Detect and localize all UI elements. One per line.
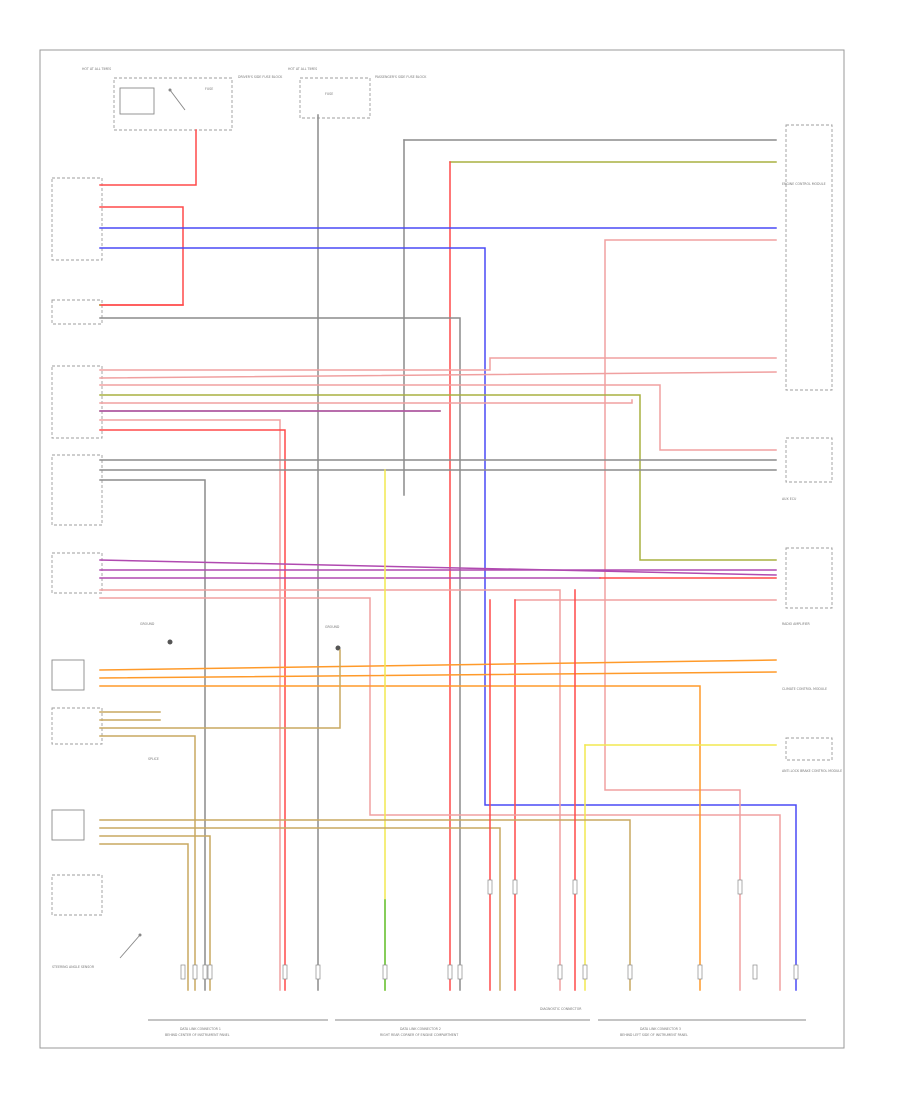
splice-label: SPLICE — [148, 757, 159, 761]
steering-angle-sensor-label: STEERING ANGLE SENSOR — [52, 965, 95, 969]
left-module-1 — [51, 177, 103, 261]
left-module-9 — [51, 874, 103, 916]
wire-tan — [99, 827, 501, 991]
fuse-block-b: HOT AT ALL TIMES FUSE PASSENGER'S SIDE F… — [288, 67, 427, 119]
wire-red — [99, 206, 184, 306]
data-link-connector-1: DATA LINK CONNECTOR 1 BEHIND CENTER OF I… — [148, 1019, 328, 1037]
wire-orange — [99, 685, 701, 991]
wire-terminal — [752, 964, 758, 980]
wire-red — [99, 129, 197, 186]
radio-amplifier-box: RADIO AMPLIFIER — [782, 547, 833, 626]
radio-amplifier-label: RADIO AMPLIFIER — [782, 622, 811, 626]
ground-a: GROUND — [140, 622, 173, 645]
wire-tan — [99, 649, 341, 729]
fuse-a-note: FUSE — [205, 87, 213, 91]
engine-control-module-box: ENGINE CONTROL MODULE — [782, 124, 833, 391]
diagnostic-connector-label: DIAGNOSTIC CONNECTOR — [540, 1007, 582, 1011]
left-module-2 — [51, 299, 103, 325]
wire-pink — [99, 384, 777, 451]
wire-terminal — [737, 879, 743, 895]
fuse-block-b-description: PASSENGER'S SIDE FUSE BLOCK — [375, 75, 427, 79]
abs-module-label: ANTI-LOCK BRAKE CONTROL MODULE — [782, 769, 842, 773]
abs-module-box: ANTI-LOCK BRAKE CONTROL MODULE — [782, 737, 842, 773]
fuse-block-a-description: DRIVER'S SIDE FUSE BLOCK — [238, 75, 283, 79]
left-module-6 — [51, 659, 85, 691]
wire-terminal — [793, 964, 799, 980]
wire-pink — [99, 399, 633, 404]
wire-tan — [99, 735, 196, 991]
wire-olive — [99, 394, 777, 561]
diagram-frame — [39, 49, 845, 1049]
wire-pink — [99, 357, 777, 371]
data-link-connector-1-location: BEHIND CENTER OF INSTRUMENT PANEL — [165, 1033, 230, 1037]
wire-purple — [99, 559, 777, 576]
wire-tan — [99, 835, 211, 991]
steering-angle-sensor: STEERING ANGLE SENSOR — [52, 933, 142, 969]
wire-terminal — [557, 964, 563, 980]
wire-terminal — [180, 964, 186, 980]
wire-pink — [99, 589, 561, 991]
wire-terminal — [192, 964, 198, 980]
wire-terminal — [447, 964, 453, 980]
fuse-block-a: HOT AT ALL TIMES FUSE DRIVER'S SIDE FUSE… — [82, 67, 283, 131]
wire-terminal — [582, 964, 588, 980]
left-module-8 — [51, 809, 85, 841]
data-link-connector-2-label: DATA LINK CONNECTOR 2 — [400, 1027, 441, 1031]
data-link-connector-1-label: DATA LINK CONNECTOR 1 — [180, 1027, 221, 1031]
data-link-connector-3-label: DATA LINK CONNECTOR 3 — [640, 1027, 681, 1031]
aux-ecu-box: AUX ECU — [782, 437, 833, 501]
data-link-connector-3-location: BEHIND LEFT SIDE OF INSTRUMENT PANEL — [620, 1033, 688, 1037]
wire-grey — [99, 317, 461, 991]
left-module-4 — [51, 454, 103, 526]
wire-terminal — [487, 879, 493, 895]
data-link-connector-2: DATA LINK CONNECTOR 2 RIGHT REAR CORNER … — [335, 1019, 590, 1037]
wire-blue — [99, 247, 797, 991]
wire-terminal — [382, 964, 388, 980]
wire-red — [99, 429, 286, 991]
wire-terminal — [697, 964, 703, 980]
left-module-7 — [51, 707, 103, 745]
fuse-block-a-label: HOT AT ALL TIMES — [82, 67, 111, 71]
climate-control-label: CLIMATE CONTROL MODULE — [782, 687, 827, 691]
ground-a-label: GROUND — [140, 622, 155, 626]
wire-terminal — [202, 964, 208, 980]
data-link-connector-2-location: RIGHT REAR CORNER OF ENGINE COMPARTMENT — [380, 1033, 458, 1037]
wire-pink — [99, 419, 281, 991]
wire-terminal — [207, 964, 213, 980]
ground-b: GROUND — [325, 625, 341, 651]
wire-harness — [99, 114, 797, 991]
ground-b-label: GROUND — [325, 625, 340, 629]
left-module-5 — [51, 552, 103, 594]
climate-control-box: CLIMATE CONTROL MODULE — [782, 687, 827, 691]
terminal-markers — [180, 879, 799, 980]
wire-terminal — [282, 964, 288, 980]
fuse-block-b-label: HOT AT ALL TIMES — [288, 67, 317, 71]
wire-grey — [99, 479, 206, 991]
wire-pink — [99, 597, 781, 991]
wire-terminal — [572, 879, 578, 895]
wire-pink — [99, 371, 777, 379]
engine-control-module-label: ENGINE CONTROL MODULE — [782, 182, 826, 186]
wire-orange — [99, 659, 777, 671]
aux-ecu-label: AUX ECU — [782, 497, 797, 501]
wire-tan — [99, 819, 631, 991]
fuse-b-note: FUSE — [325, 92, 333, 96]
wire-orange — [99, 671, 777, 679]
left-module-3 — [51, 365, 103, 439]
wire-terminal — [627, 964, 633, 980]
wire-terminal — [457, 964, 463, 980]
wire-terminal — [315, 964, 321, 980]
wire-pink — [604, 239, 777, 991]
wire-terminal — [512, 879, 518, 895]
wire-tan — [99, 843, 189, 991]
data-link-connector-3: DATA LINK CONNECTOR 3 BEHIND LEFT SIDE O… — [598, 1019, 806, 1037]
